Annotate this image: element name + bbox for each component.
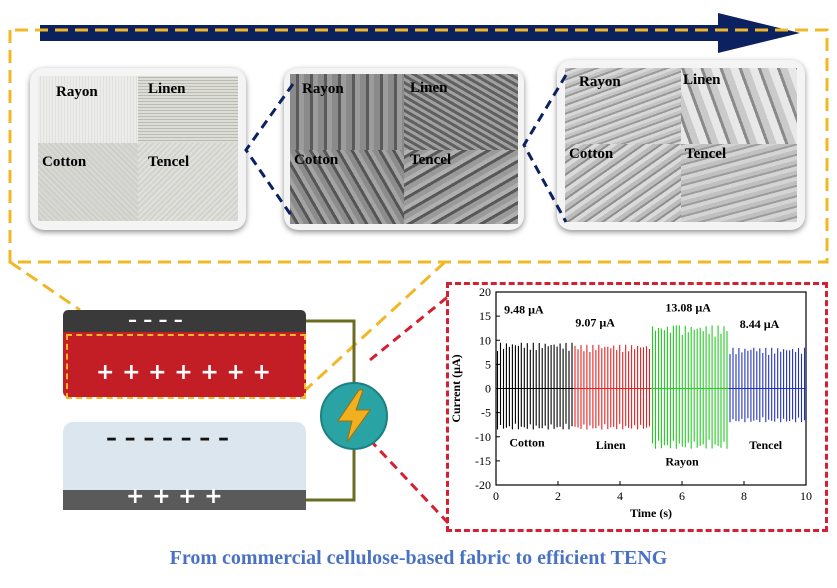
label-tencel: Tencel (148, 154, 190, 170)
series-name-cotton: Cotton (509, 435, 545, 449)
label-tencel-fiber: Tencel (685, 146, 727, 162)
sem-fiber-panel: Rayon Linen Cotton Tencel (557, 60, 805, 230)
linen-fabric-photo (138, 76, 238, 143)
sem-weave-panel: Rayon Linen Cotton Tencel (284, 68, 524, 230)
label-linen-fiber: Linen (683, 72, 721, 88)
series-name-linen: Linen (596, 438, 626, 452)
peak-label-cotton: 9.48 µA (504, 303, 544, 317)
x-tick-label: 4 (617, 489, 623, 503)
y-tick-label: 15 (479, 309, 491, 323)
series-name-rayon: Rayon (665, 455, 699, 469)
rayon-fabric-photo (38, 76, 138, 143)
y-tick-label: -20 (475, 478, 491, 492)
label-rayon-fiber: Rayon (579, 74, 621, 90)
bottom-layer-charges: – – – – – – – (106, 426, 229, 451)
current-chart-frame (446, 282, 828, 532)
x-tick-label: 0 (493, 489, 499, 503)
cotton-fabric-photo (38, 143, 138, 221)
label-tencel-sem: Tencel (410, 152, 452, 168)
label-cotton-sem: Cotton (294, 152, 339, 168)
yellow-dashed-frame (8, 28, 829, 397)
x-axis-label: Time (s) (630, 506, 672, 520)
linen-weave-sem (404, 74, 518, 150)
y-tick-label: 0 (485, 382, 491, 396)
series-name-tencel: Tencel (749, 438, 783, 452)
cotton-weave-sem (290, 150, 404, 224)
peak-label-linen: 9.07 µA (575, 316, 615, 330)
y-tick-label: 5 (485, 357, 491, 371)
progress-arrow (40, 13, 800, 53)
tencel-fabric-photo (138, 143, 238, 221)
label-linen: Linen (148, 81, 186, 97)
y-tick-label: -5 (481, 406, 491, 420)
bottom-electrode (63, 490, 306, 510)
zoom-connectors (244, 74, 568, 223)
x-tick-label: 2 (555, 489, 561, 503)
label-cotton: Cotton (42, 154, 87, 170)
linen-fiber-sem (681, 68, 797, 144)
lightning-bolt-icon (320, 382, 388, 450)
tencel-fiber-sem (681, 144, 797, 222)
fabric-layer-highlight (66, 334, 306, 399)
footer-title: From commercial cellulose-based fabric t… (169, 547, 668, 569)
peak-label-rayon: 13.08 µA (665, 300, 711, 314)
rayon-weave-sem (290, 74, 404, 150)
fabric-layer-charges: + + + + + + + (96, 360, 271, 385)
fabric-tribo-layer (63, 332, 306, 397)
fabric-photo-panel: Rayon Linen Cotton Tencel (30, 68, 246, 230)
bottom-tribo-layer (63, 422, 306, 490)
label-rayon-sem: Rayon (302, 81, 344, 97)
rayon-fiber-sem (565, 68, 681, 144)
x-tick-label: 10 (800, 489, 812, 503)
top-electrode (63, 310, 306, 332)
bottom-electrode-charges: + + + + (126, 484, 223, 509)
label-rayon: Rayon (56, 84, 98, 100)
tencel-weave-sem (404, 150, 518, 224)
y-tick-label: 20 (479, 285, 491, 299)
label-linen-sem: Linen (410, 80, 448, 96)
y-tick-label: -10 (475, 430, 491, 444)
label-cotton-fiber: Cotton (569, 146, 614, 162)
y-tick-label: -15 (475, 454, 491, 468)
y-tick-label: 10 (479, 333, 491, 347)
x-tick-label: 8 (741, 489, 747, 503)
y-axis-label: Current (µA) (449, 354, 463, 422)
x-tick-label: 6 (679, 489, 685, 503)
peak-label-tencel: 8.44 µA (740, 317, 780, 331)
series-rayon (651, 325, 728, 449)
cotton-fiber-sem (565, 144, 681, 222)
top-electrode-charges: – – – – (128, 310, 183, 331)
